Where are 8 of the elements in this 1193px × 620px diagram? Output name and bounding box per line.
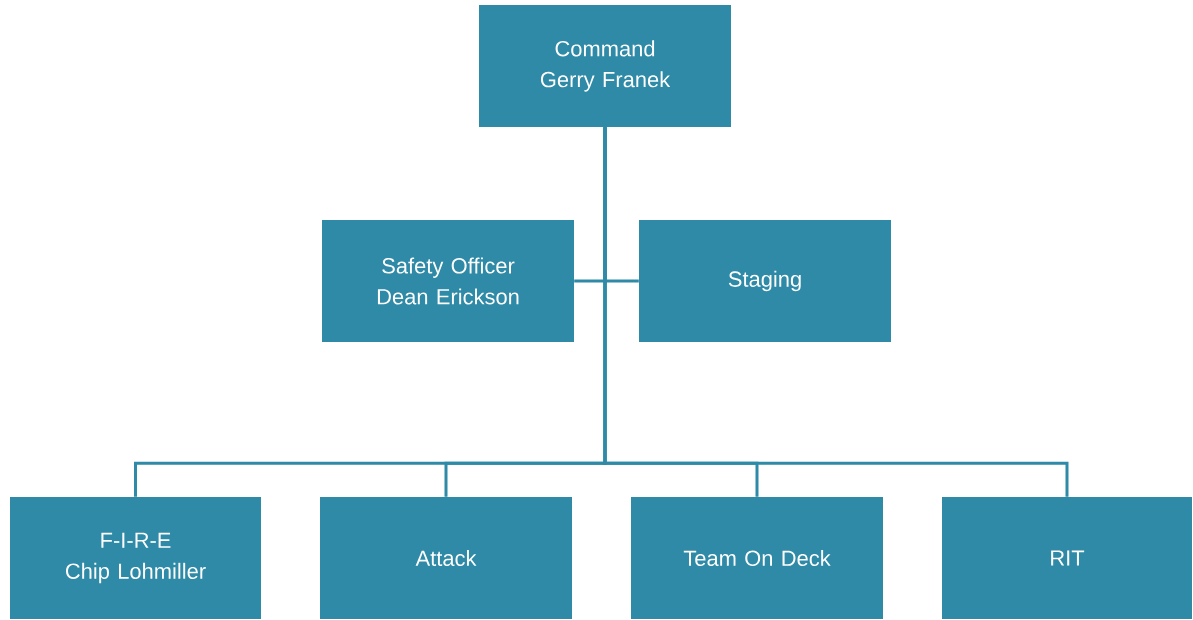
org-box: RIT — [942, 497, 1192, 619]
connector-line — [603, 127, 1069, 497]
org-box: F-I-R-E Chip Lohmiller — [10, 497, 261, 619]
org-box: Staging — [639, 220, 891, 342]
org-box: Command Gerry Franek — [479, 5, 731, 127]
org-box: Team On Deck — [631, 497, 883, 619]
org-box: Safety Officer Dean Erickson — [322, 220, 574, 342]
org-box: Attack — [320, 497, 572, 619]
